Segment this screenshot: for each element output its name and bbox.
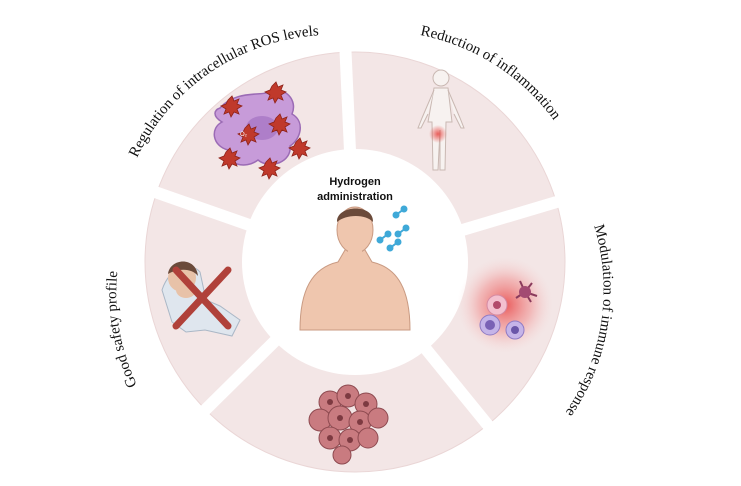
tumor-cluster-icon — [308, 384, 389, 465]
center-title-line1: Hydrogen — [329, 176, 381, 188]
label-safety: Good safety profile — [104, 270, 140, 390]
no-side-effects-icon — [161, 261, 241, 337]
label-immune: Modulation of immune response — [562, 223, 616, 420]
h2-molecules-icon — [376, 205, 410, 252]
human-body-inflammation-icon — [417, 69, 465, 171]
ros-cell-icon: O₂ — [213, 81, 311, 180]
ros-badge: O₂ — [240, 132, 248, 138]
immune-cells-icon — [457, 257, 553, 353]
center-title-line2: administration — [317, 191, 393, 203]
human-torso-icon — [299, 206, 411, 331]
